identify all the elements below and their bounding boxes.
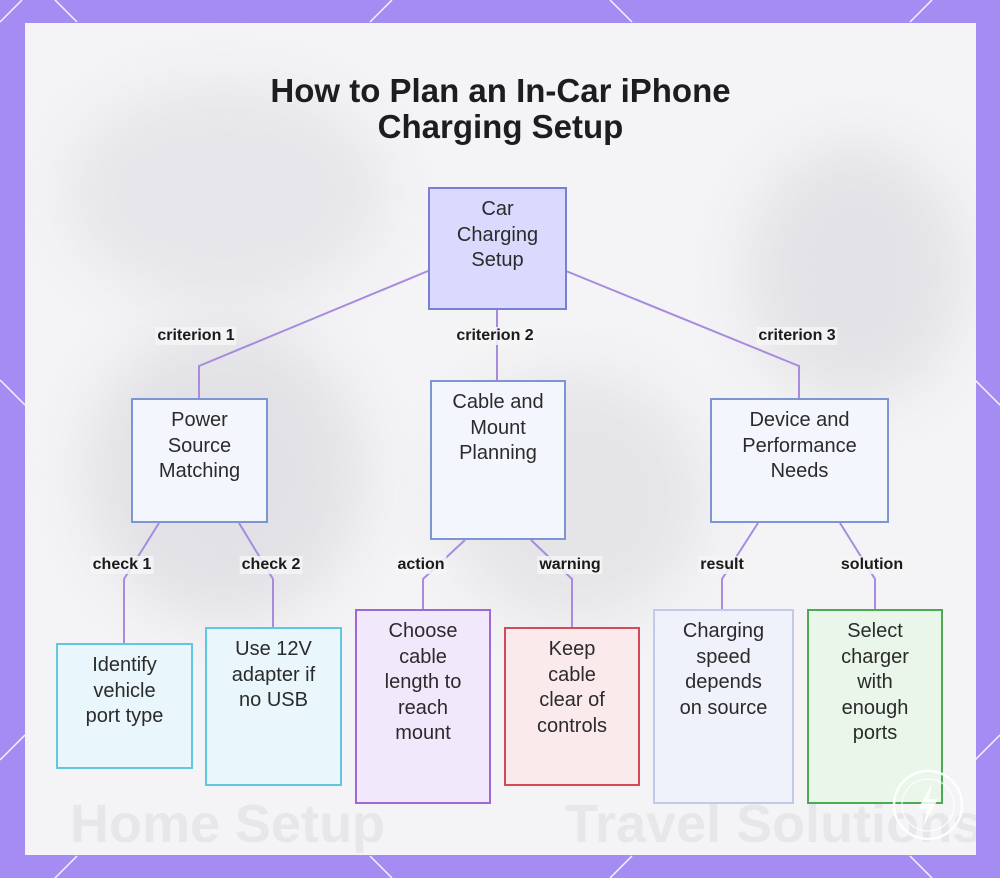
node-text: port type [85,705,164,727]
node-text: Keep [548,638,596,660]
node-text: on source [679,696,768,719]
edge-label-action: action [395,556,447,574]
edge-cable-length [422,539,466,609]
node-text: Cable and [452,391,544,413]
diagram-title: How to Plan an In-Car iPhone Charging Se… [25,73,976,144]
node-power-source-matching[interactable]: Power Source Matching [131,398,268,523]
background-text-home: Home Setup [70,794,386,854]
node-text: adapter if [231,663,316,686]
node-text: Use 12V [235,638,312,660]
lightning-icon [892,769,964,841]
edge-label-check-2: check 2 [239,556,303,574]
edge-label-solution: solution [838,556,906,574]
connector-lines [123,270,876,643]
node-text: Performance [742,434,857,457]
node-text: Needs [770,460,829,482]
node-text: cable [399,645,447,668]
node-text: Charging [456,223,539,246]
title-line: How to Plan an In-Car iPhone [270,72,731,109]
edge-root-power [198,270,429,398]
title-line: Charging Setup [377,107,624,145]
node-text: Identify [92,654,157,676]
node-text: no USB [239,689,308,711]
node-text: Matching [158,460,241,482]
edge-label-warning: warning [537,556,603,574]
node-text: Choose [388,620,458,642]
node-identify-vehicle-port-type[interactable]: Identify vehicle port type [56,643,193,769]
node-choose-cable-length[interactable]: Choose cable length to reach mount [355,609,491,804]
node-text: mount [395,722,451,744]
edge-label-criterion-2: criterion 2 [454,327,536,345]
edge-power-identify [123,522,160,643]
node-text: Power [171,409,228,431]
node-text: reach [397,696,448,719]
edge-device-speed [721,522,759,609]
background-blur [65,83,385,303]
node-text: Select [847,620,903,642]
edge-label-criterion-1: criterion 1 [155,327,237,345]
edge-label-result: result [698,556,746,574]
background-text-travel: Travel Solutions [565,794,976,854]
node-cable-and-mount-planning[interactable]: Cable and Mount Planning [430,380,566,540]
node-text: clear of [539,689,605,711]
node-device-and-performance-needs[interactable]: Device and Performance Needs [710,398,889,523]
node-text: Car [481,198,514,220]
node-text: length to [384,671,462,693]
node-text: depends [685,671,762,693]
edge-cable-clear [530,539,573,627]
node-text: speed [696,645,751,668]
node-text: controls [536,714,608,737]
node-text: Source [167,434,232,457]
edge-power-adapter [238,522,274,627]
edge-label-criterion-3: criterion 3 [756,327,838,345]
node-text: cable [548,663,596,686]
node-text: vehicle [93,679,156,702]
edge-root-device [565,270,800,398]
node-text: Setup [471,249,524,271]
diagram-card: Home Setup Travel Solutions How to Plan … [25,23,976,855]
node-text: Charging [682,620,765,642]
node-text: with [857,671,893,693]
node-charging-speed-depends[interactable]: Charging speed depends on source [653,609,794,804]
edge-label-check-1: check 1 [90,556,154,574]
node-car-charging-setup[interactable]: Car Charging Setup [428,187,567,310]
node-text: enough [841,696,909,719]
node-text: ports [852,722,898,744]
node-text: Mount [470,416,526,439]
node-text: Device and [749,409,850,431]
node-text: Planning [459,442,537,464]
node-select-charger[interactable]: Select charger with enough ports [807,609,943,804]
node-text: charger [841,645,909,668]
edge-device-charger [839,522,876,609]
node-keep-cable-clear[interactable]: Keep cable clear of controls [504,627,640,786]
node-use-12v-adapter[interactable]: Use 12V adapter if no USB [205,627,342,786]
